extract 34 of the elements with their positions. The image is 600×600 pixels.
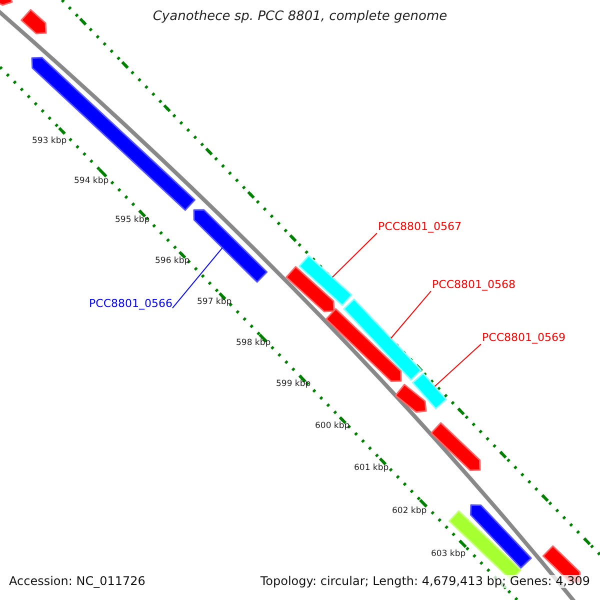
leader-line: [172, 247, 223, 309]
title: Cyanothece sp. PCC 8801, complete genome: [152, 10, 448, 24]
scale-label: 600 kbp: [315, 422, 350, 432]
leader-line: [332, 232, 378, 278]
scale-label: 603 kbp: [431, 550, 466, 560]
gene-label: PCC8801_0566: [89, 298, 172, 310]
gene-label: PCC8801_0567: [378, 221, 462, 234]
gene-feature: [20, 9, 47, 34]
gene-feature: [193, 209, 268, 283]
scale-label: 599 kbp: [276, 380, 311, 390]
leader-line: [390, 290, 432, 339]
scale-label: 596 kbp: [155, 257, 190, 266]
gene-feature: [394, 384, 427, 413]
scale-label: 593 kbp: [32, 137, 67, 146]
scale-label: 595 kbp: [115, 216, 150, 226]
gene-label: PCC8801_0568: [432, 279, 516, 292]
gene-label: PCC8801_0569: [482, 332, 566, 344]
gene-feature: [325, 308, 402, 382]
gene-feature: [298, 255, 352, 306]
gene-feature: [470, 504, 532, 569]
gene-feature: [0, 0, 13, 6]
scale-label: 598 kbp: [236, 339, 271, 348]
scale-label: 602 kbp: [392, 507, 427, 516]
gene-feature: [31, 56, 196, 211]
footer-text: Topology: circular; Length: 4,679,413 bp; Genes: 4,309: [260, 575, 590, 588]
scale-label: 597 kbp: [197, 298, 232, 308]
gene-feature: [286, 266, 335, 312]
footer-text: Accession: NC_011726: [9, 575, 146, 588]
gene-feature: [343, 298, 422, 381]
leader-line: [434, 344, 482, 387]
gene-feature: [430, 422, 481, 471]
scale-label: 601 kbp: [354, 464, 389, 474]
scale-label: 594 kbp: [74, 177, 109, 186]
gene-feature: [412, 372, 447, 410]
